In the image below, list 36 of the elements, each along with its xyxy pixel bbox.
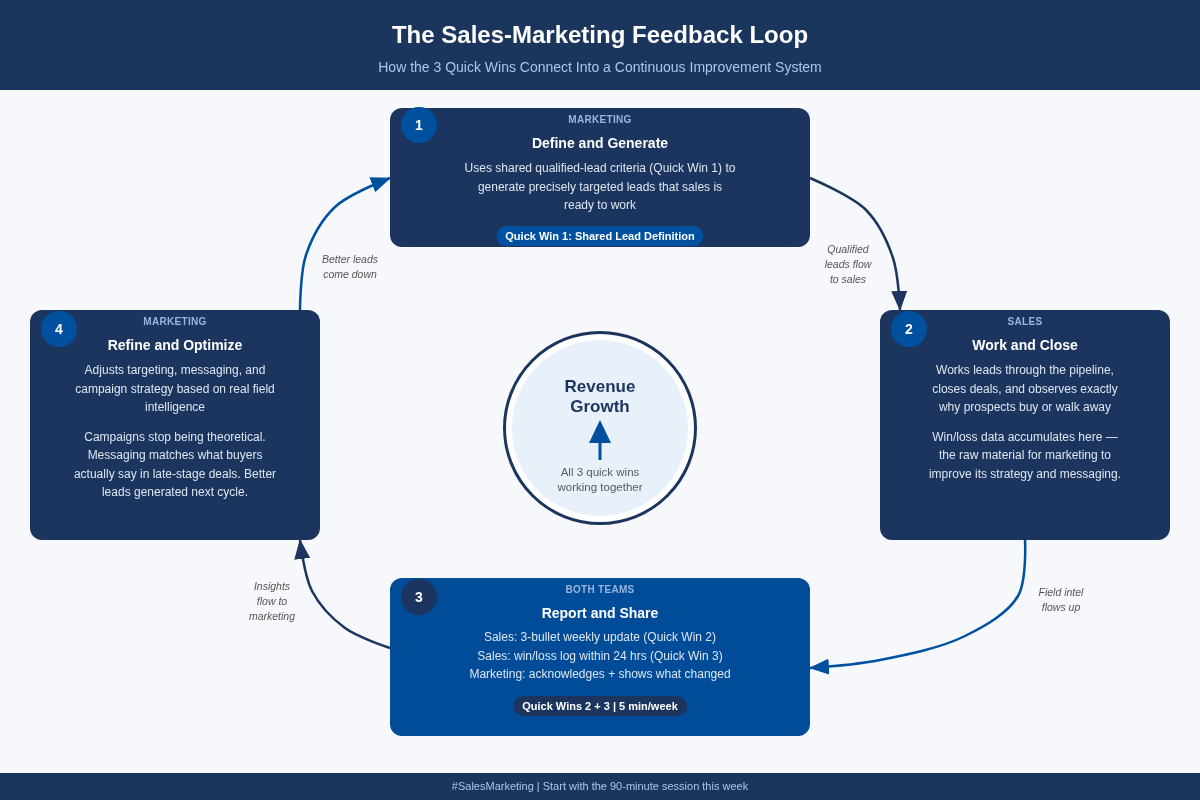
step-number: 4 bbox=[41, 311, 77, 347]
step-card bbox=[390, 108, 810, 247]
step-card bbox=[30, 310, 320, 540]
quick-win-tag: Quick Win 1: Shared Lead Definition bbox=[496, 226, 704, 246]
flow-arrow bbox=[809, 539, 1027, 675]
diagram-title: The Sales-Marketing Feedback Loop bbox=[391, 20, 809, 50]
flow-arrow bbox=[809, 176, 908, 311]
flow-arrow bbox=[298, 176, 391, 310]
step-number: 3 bbox=[401, 579, 437, 615]
team-label: SALES bbox=[1007, 315, 1043, 329]
step-description: Sales: 3-bullet weekly update (Quick Win 2) bbox=[483, 629, 717, 646]
quick-win-tag: Quick Wins 2 + 3 | 5 min/week bbox=[513, 696, 687, 716]
step-description: Uses shared qualified-lead criteria (Quick Win 1) to generate precisely targeted leads that sales is ready to work bbox=[463, 160, 737, 214]
step-description: Win/loss data accumulates here — the raw material for marketing to improve its strategy and messaging. bbox=[927, 428, 1123, 483]
step-title: Refine and Optimize bbox=[107, 336, 243, 354]
step-description: Works leads through the pipeline, closes deals, and observes exactly why prospects buy or walk away bbox=[931, 362, 1119, 416]
step-title: Report and Share bbox=[541, 604, 659, 622]
step-card bbox=[880, 310, 1170, 540]
step-title: Work and Close bbox=[972, 336, 1078, 354]
team-label: MARKETING bbox=[568, 113, 632, 127]
step-description: Adjusts targeting, messaging, and campaign strategy based on real field intelligence bbox=[75, 362, 275, 416]
goal-circle bbox=[503, 331, 697, 525]
step-description: Sales: win/loss log within 24 hrs (Quick Win 3) bbox=[477, 647, 723, 665]
step-description: Marketing: acknowledges + shows what changed bbox=[469, 666, 731, 683]
footer-text: #SalesMarketing | Start with the 90-minute session this week bbox=[451, 779, 749, 794]
team-label: MARKETING bbox=[143, 315, 207, 329]
diagram-subtitle: How the 3 Quick Wins Connect Into a Continuous Improvement System bbox=[378, 58, 822, 76]
step-number: 2 bbox=[891, 311, 927, 347]
team-label: BOTH TEAMS bbox=[565, 583, 635, 597]
flow-arrow bbox=[294, 539, 391, 650]
goal-note: All 3 quick wins working together bbox=[556, 465, 644, 495]
step-title: Define and Generate bbox=[531, 134, 669, 152]
goal-title: Revenue Growth bbox=[563, 377, 637, 417]
step-description: Campaigns stop being theoretical. Messaging matches what buyers actually say in late-stage deals. Better leads generated next cycle. bbox=[72, 428, 278, 501]
step-number: 1 bbox=[401, 107, 437, 143]
step-card bbox=[390, 578, 810, 736]
